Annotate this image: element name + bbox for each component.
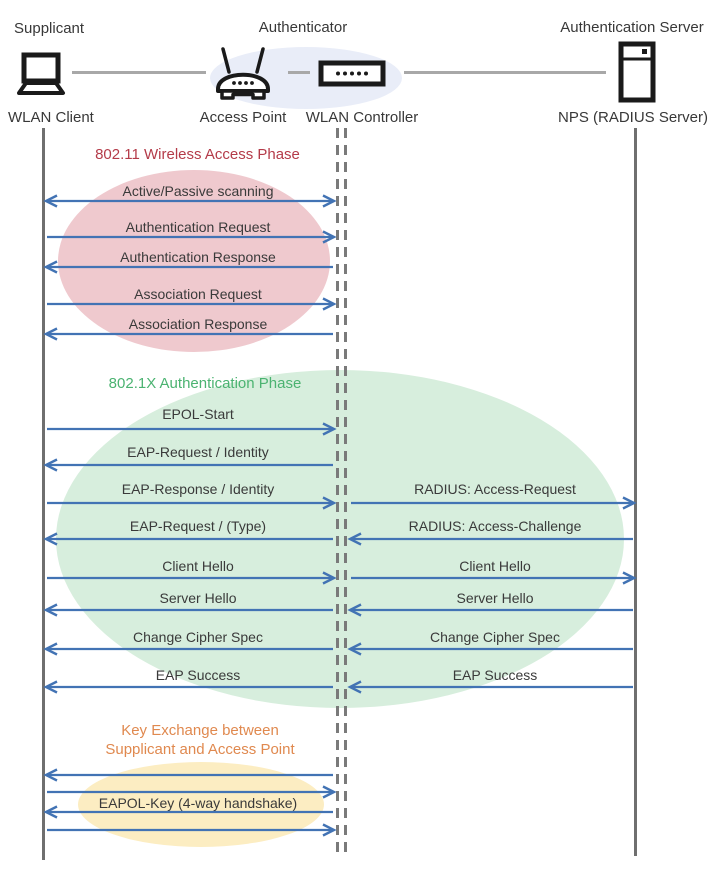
phase3-ellipse-key-exchange	[78, 762, 324, 847]
phase-title-key-exchange-line2: Supplicant and Access Point	[105, 741, 295, 758]
laptop-icon	[12, 52, 70, 105]
phase-title-8021x-authentication: 802.1X Authentication Phase	[108, 375, 302, 392]
arrowhead	[322, 194, 337, 208]
arrowhead	[622, 496, 637, 510]
role-label-authenticator: Authenticator	[258, 19, 348, 36]
device-label-access-point: Access Point	[199, 109, 287, 126]
connector-line-client-ap	[72, 71, 206, 74]
arrowhead	[622, 571, 637, 585]
arrowhead	[322, 823, 337, 837]
phase-title-key-exchange: Key Exchange between Supplicant and Acce…	[45, 721, 355, 759]
arrowhead	[43, 260, 58, 274]
device-label-wlan-controller: WLAN Controller	[305, 109, 419, 126]
wlan-controller-icon	[318, 60, 386, 92]
lifeline-wlan-controller-b	[344, 128, 347, 858]
arrowhead	[43, 327, 58, 341]
lifeline-wlan-controller-a	[336, 128, 339, 858]
phase-title-80211-wireless-access: 802.11 Wireless Access Phase	[95, 146, 300, 163]
arrowhead	[43, 194, 58, 208]
device-label-wlan-client: WLAN Client	[8, 109, 94, 126]
lifeline-nps-radius-server	[634, 128, 637, 856]
arrowhead	[43, 458, 58, 472]
arrowhead	[43, 768, 58, 782]
server-icon	[618, 41, 656, 108]
connector-line-ap-controller	[288, 71, 310, 74]
role-label-authentication-server: Authentication Server	[560, 19, 704, 36]
phase1-ellipse-80211-wireless-access	[58, 170, 330, 352]
lifeline-wlan-client	[42, 128, 45, 860]
wireless-router-icon	[212, 45, 274, 110]
phase-title-key-exchange-line1: Key Exchange between	[121, 722, 279, 739]
device-label-nps-radius: NPS (RADIUS Server)	[557, 109, 709, 126]
arrowhead	[322, 297, 337, 311]
phase2-ellipse-8021x-authentication	[56, 370, 624, 708]
arrowhead	[43, 680, 58, 694]
role-label-supplicant: Supplicant	[14, 20, 85, 37]
arrowhead	[43, 642, 58, 656]
arrowhead	[322, 785, 337, 799]
arrowhead	[43, 805, 58, 819]
connector-line-controller-nps	[404, 71, 606, 74]
arrowhead	[43, 603, 58, 617]
